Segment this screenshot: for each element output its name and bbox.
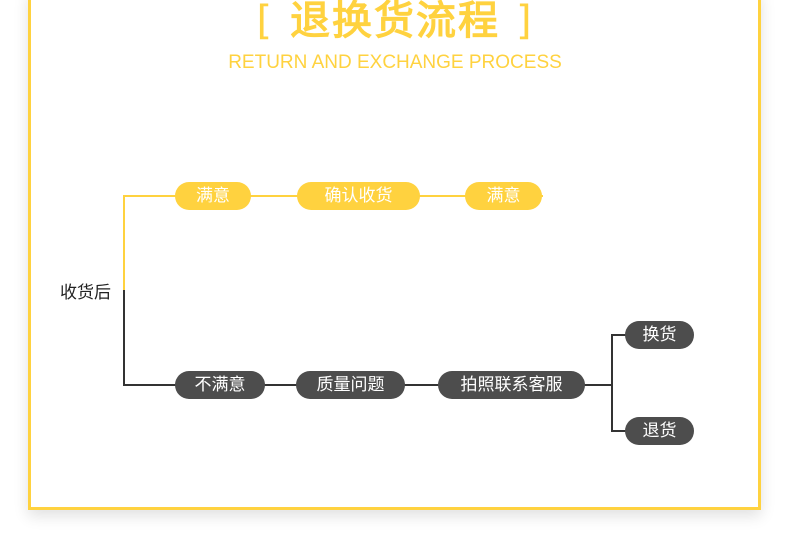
connector [123, 195, 125, 291]
node-satisfied: 满意 [175, 182, 251, 210]
connector [611, 334, 613, 432]
page-title: [ 退换货流程 ] [0, 0, 790, 46]
node-exchange: 换货 [625, 321, 694, 349]
subtitle: RETURN AND EXCHANGE PROCESS [228, 52, 562, 73]
bracket-right: ] [515, 0, 534, 44]
bracket-left: [ [256, 0, 275, 44]
root-node: 收货后 [60, 283, 111, 303]
node-quality-issue: 质量问题 [296, 371, 405, 399]
node-contact-service: 拍照联系客服 [438, 371, 585, 399]
node-confirm-receipt: 确认收货 [297, 182, 420, 210]
connector [611, 430, 627, 432]
title-text: 退换货流程 [290, 0, 500, 44]
connector [611, 334, 627, 336]
node-satisfied-end: 满意 [465, 182, 542, 210]
connector [123, 290, 125, 386]
node-unsatisfied: 不满意 [175, 371, 265, 399]
node-return: 退货 [625, 417, 694, 445]
